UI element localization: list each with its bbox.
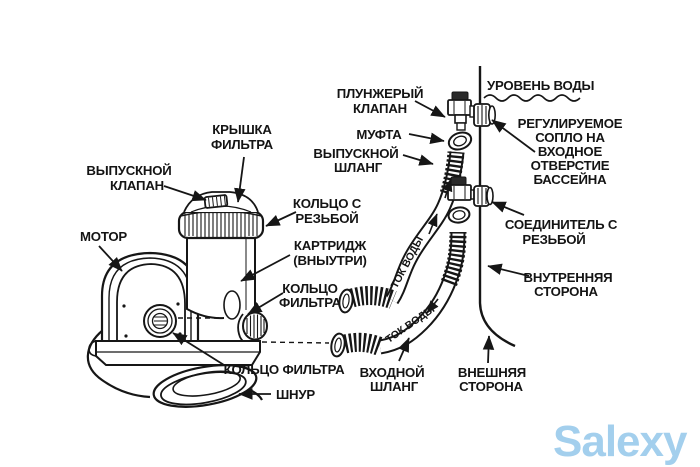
label-inner-side-line1: ВНУТРЕННЯЯ xyxy=(524,270,613,285)
label-plunger-valve-line1: ПЛУНЖЕРЫЙ xyxy=(337,86,424,101)
leader-arrow-outlet-hose xyxy=(402,154,434,166)
label-threaded-ring-line1: КОЛЬЦО С xyxy=(293,196,362,211)
label-motor: МОТОР xyxy=(80,229,127,244)
leader-arrow-coupling xyxy=(408,132,445,144)
leader-arrows xyxy=(98,100,536,400)
leader-arrow-plunger-valve xyxy=(414,100,446,118)
label-inlet-hose-line1: ВХОДНОЙ xyxy=(360,365,425,380)
leader-arrow-motor xyxy=(98,245,123,272)
leader-arrow-threaded-ring xyxy=(265,211,297,227)
label-cartridge-line1: КАРТРИДЖ xyxy=(294,238,367,253)
flow-arrow-outlet-1 xyxy=(427,213,438,235)
flow-arrow-outlet-2 xyxy=(442,178,453,199)
leader-arrow-filter-cap xyxy=(234,156,246,203)
label-cartridge-line2: (ВНЫУТРИ) xyxy=(293,253,366,268)
label-water-level: УРОВЕНЬ ВОДЫ xyxy=(487,78,595,93)
label-plunger-valve-line2: КЛАПАН xyxy=(353,101,407,116)
filter-tank-drawing xyxy=(177,210,265,320)
alignment-dashes-base xyxy=(261,341,330,344)
leader-arrow-inner-side xyxy=(487,263,530,277)
leader-arrow-filter-ring-upper xyxy=(247,292,284,315)
pump-base-drawing xyxy=(88,340,261,366)
label-inlet-hose-line2: ШЛАНГ xyxy=(370,379,419,394)
motor-housing-drawing xyxy=(100,251,200,354)
label-filter-ring-upper-line1: КОЛЬЦО xyxy=(282,281,337,296)
label-threaded-connector-line2: РЕЗЬБОЙ xyxy=(522,232,585,247)
leader-arrow-filter-ring-lower xyxy=(172,332,225,366)
label-inner-side-line2: СТОРОНА xyxy=(534,284,598,299)
pool-wall-drawing xyxy=(478,66,516,348)
label-adjustable-nozzle-line3: ВХОДНОЕ xyxy=(538,144,603,159)
watermark-logo: Salexy xyxy=(553,417,688,466)
label-threaded-connector-line1: СОЕДИНИТЕЛЬ С xyxy=(505,217,618,232)
label-outer-side-line2: СТОРОНА xyxy=(459,379,523,394)
label-adjustable-nozzle-line5: БАССЕЙНА xyxy=(534,172,608,187)
label-outlet-valve-line1: ВЫПУСКНОЙ xyxy=(86,163,171,178)
label-adjustable-nozzle-line2: СОПЛО НА xyxy=(535,130,605,145)
coupling-ring-drawing xyxy=(447,131,473,151)
label-adjustable-nozzle-line4: ОТВЕРСТИЕ xyxy=(531,158,610,173)
leader-arrow-adjustable-nozzle xyxy=(491,119,536,153)
leader-arrow-outer-side xyxy=(482,335,495,364)
label-threaded-ring-line2: РЕЗЬБОЙ xyxy=(295,211,358,226)
leader-arrow-outlet-valve xyxy=(163,185,207,202)
motor-port-drawing xyxy=(143,304,177,338)
label-coupling: МУФТА xyxy=(356,127,402,142)
power-cord-drawing xyxy=(152,364,263,408)
label-outer-side-line1: ВНЕШНЯЯ xyxy=(458,365,526,380)
water-surface-wave xyxy=(483,94,581,102)
label-filter-ring-lower: КОЛЬЦО ФИЛЬТРА xyxy=(224,362,345,377)
pump-outlet-elbow-drawing xyxy=(223,290,268,346)
threaded-connector-drawing xyxy=(447,176,494,224)
label-outlet-hose-line1: ВЫПУСКНОЙ xyxy=(313,146,398,161)
label-adjustable-nozzle-line1: РЕГУЛИРУЕМОЕ xyxy=(518,116,623,131)
label-filter-cap-line1: КРЫШКА xyxy=(212,122,272,137)
diagram-labels: КРЫШКА ФИЛЬТРА ВЫПУСКНОЙ КЛАПАН МОТОР КО… xyxy=(80,78,623,402)
flow-arrow-inlet xyxy=(426,298,439,314)
outlet-valve-cap-drawing xyxy=(203,194,229,209)
leader-arrow-inlet-hose xyxy=(398,337,410,362)
adjustable-nozzle-drawing xyxy=(473,103,496,127)
leader-arrow-cartridge xyxy=(240,254,291,282)
label-filter-ring-upper-line2: ФИЛЬТРА xyxy=(279,295,342,310)
label-outlet-valve-line2: КЛАПАН xyxy=(110,178,164,193)
label-outlet-hose-line2: ШЛАНГ xyxy=(334,160,383,175)
label-filter-cap-line2: ФИЛЬТРА xyxy=(211,137,274,152)
label-cord: ШНУР xyxy=(276,387,315,402)
plunger-valve-drawing xyxy=(447,91,476,131)
leader-arrow-threaded-connector xyxy=(491,201,525,216)
